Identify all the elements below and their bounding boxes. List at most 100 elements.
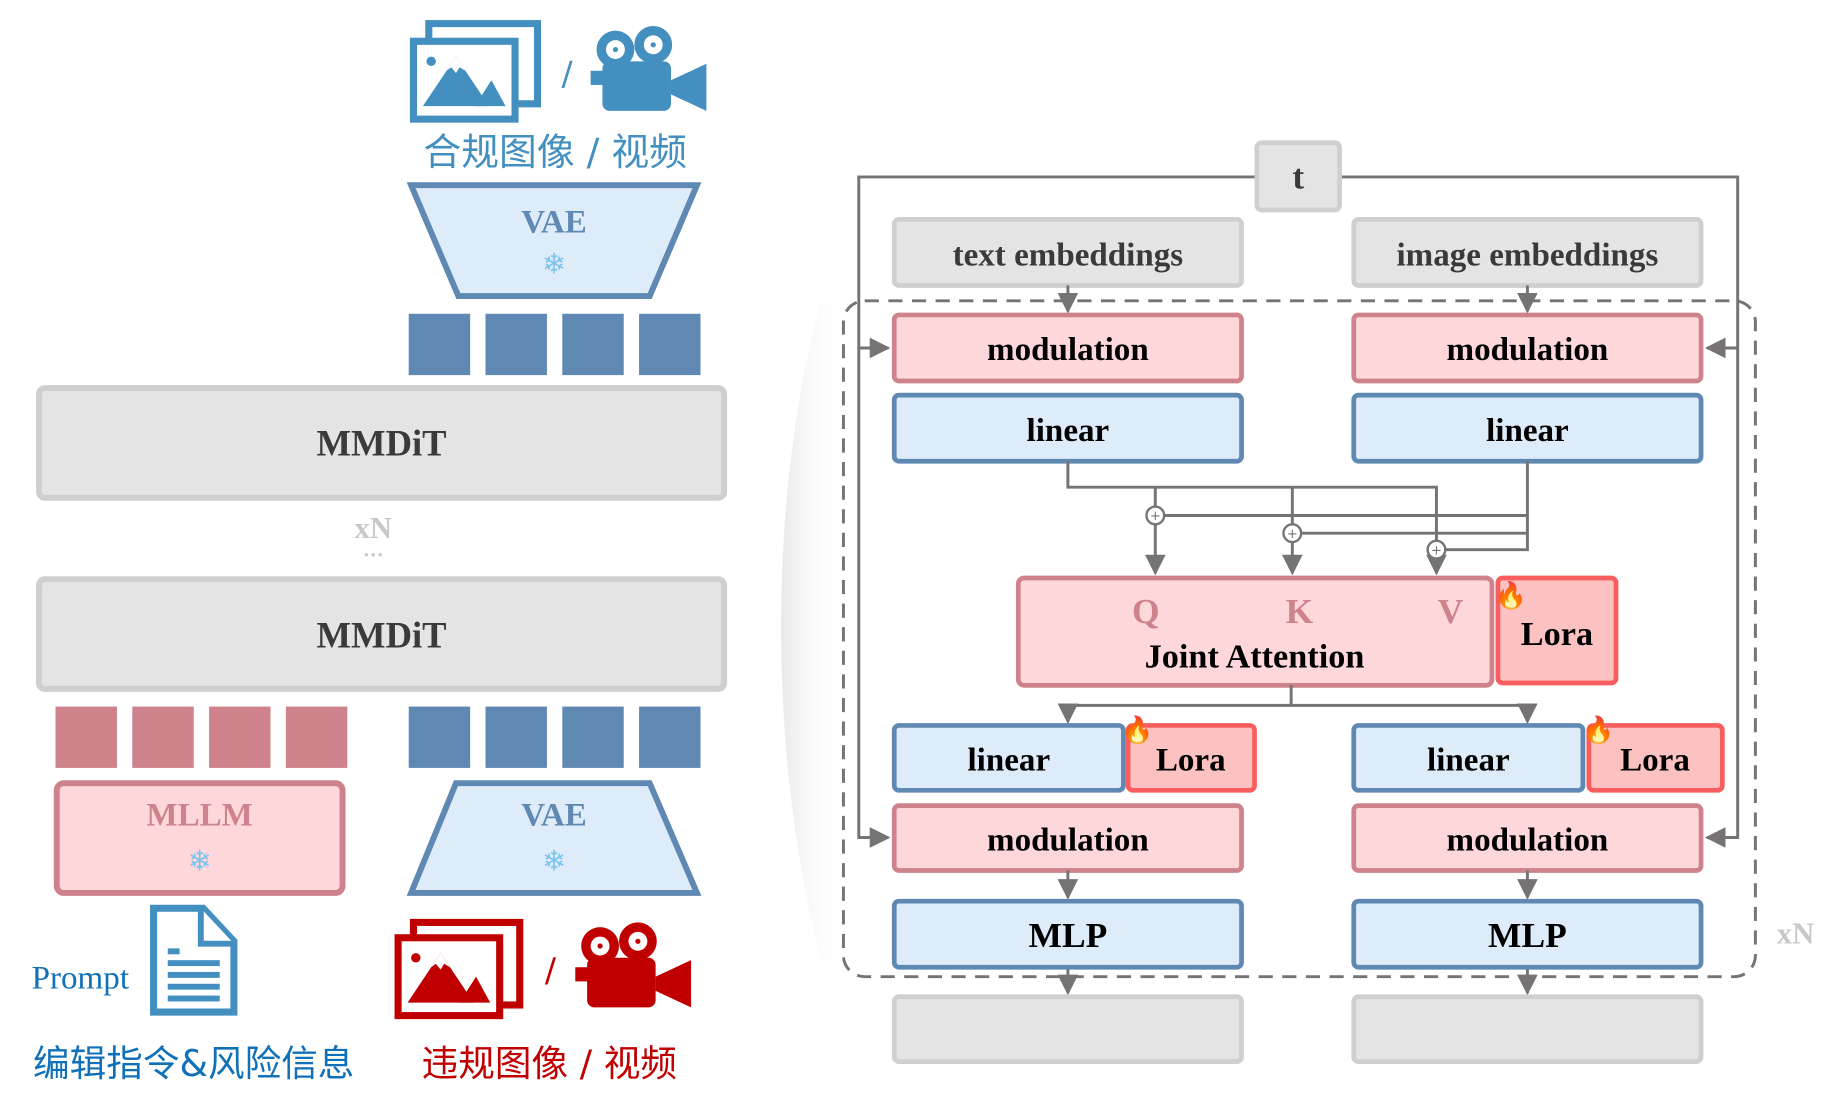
snowflake-icon: ❄: [542, 847, 566, 878]
query-label: Q: [1132, 591, 1160, 631]
modulation-label: modulation: [987, 332, 1149, 368]
mmdit-block-top: MMDiT: [36, 385, 728, 501]
timestep-label: t: [1292, 157, 1304, 197]
lora-label: Lora: [1156, 742, 1226, 778]
value-label: V: [1438, 591, 1464, 631]
lora-image-out: Lora 🔥: [1582, 714, 1725, 793]
vae-decoder-label: VAE: [521, 204, 587, 240]
image-token: [408, 313, 471, 376]
mlp-label: MLP: [1488, 915, 1567, 955]
modulation-text-top: modulation: [891, 312, 1244, 384]
image-token: [562, 313, 624, 376]
mmdit-top-label: MMDiT: [316, 422, 446, 463]
lora-label: Lora: [1620, 742, 1690, 778]
repeat-label-left: xN: [355, 511, 393, 545]
image-token: [639, 706, 701, 768]
plus-node-k: +: [1282, 523, 1303, 544]
timestep-connections: [857, 175, 1740, 848]
concat-plus-nodes: + + +: [1145, 505, 1447, 560]
linear-text-out: linear: [891, 723, 1126, 793]
joint-attention-label: Joint Attention: [1145, 638, 1365, 676]
text-token: [285, 706, 348, 768]
media-separator: /: [545, 950, 557, 989]
image-embeddings-label: image embeddings: [1396, 237, 1658, 273]
compliant-media-label: 合规图像 / 视频: [423, 130, 687, 174]
video-camera-icon: [590, 25, 707, 111]
media-separator: /: [561, 54, 573, 93]
vae-decoder: VAE ❄: [406, 182, 702, 300]
snowflake-icon: ❄: [188, 847, 212, 878]
snowflake-icon: ❄: [542, 250, 566, 281]
modulation-image-bottom: modulation: [1351, 803, 1704, 873]
mmdit-block-bottom: MMDiT: [36, 576, 728, 692]
plus-icon: +: [1150, 509, 1161, 524]
fire-icon: 🔥: [1121, 714, 1153, 744]
modulation-label: modulation: [1447, 332, 1609, 368]
linear-image-out: linear: [1351, 723, 1586, 793]
plus-node-q: +: [1145, 505, 1166, 526]
modulation-image-top: modulation: [1351, 312, 1704, 384]
edit-instruction-risk-label: 编辑指令&风险信息: [33, 1042, 354, 1085]
violating-media-input: /: [394, 918, 692, 1020]
lora-text-out: Lora 🔥: [1121, 714, 1257, 793]
linear-label: linear: [1427, 742, 1510, 778]
fire-icon: 🔥: [1582, 714, 1614, 744]
repeat-boundary: [841, 299, 1757, 979]
mlp-arrows: [1057, 870, 1538, 996]
text-embeddings-box: text embeddings: [891, 217, 1244, 288]
text-embeddings-label: text embeddings: [953, 237, 1184, 273]
text-token: [55, 706, 117, 768]
repeat-label-right: xN: [1777, 917, 1815, 951]
text-token: [132, 706, 194, 768]
linear-label: linear: [1027, 413, 1110, 449]
modulation-label: modulation: [1447, 822, 1609, 858]
document-icon: [150, 904, 238, 1016]
lora-label: Lora: [1521, 615, 1593, 653]
mlp-label: MLP: [1029, 915, 1108, 955]
ellipsis-dots: •••: [363, 548, 384, 562]
image-token: [485, 706, 547, 768]
qkv-concat-wiring: [1066, 461, 1529, 576]
image-embeddings-box: image embeddings: [1351, 217, 1704, 288]
image-token-row-input: [408, 706, 701, 768]
timestep-box: t: [1254, 140, 1342, 213]
prompt-input: Prompt: [32, 904, 238, 1016]
linear-image-qkv: linear: [1351, 392, 1704, 464]
zoom-fan: [781, 300, 842, 962]
plus-icon: +: [1287, 527, 1298, 542]
joint-attention-block: Q K V Joint Attention: [1015, 575, 1495, 688]
linear-label: linear: [1486, 413, 1569, 449]
video-camera-icon: [575, 922, 692, 1008]
prompt-label: Prompt: [32, 960, 129, 996]
image-token: [562, 706, 624, 768]
image-output-box: [1351, 994, 1704, 1064]
modulation-label: modulation: [987, 822, 1149, 858]
image-token: [408, 706, 471, 768]
plus-icon: +: [1431, 543, 1442, 558]
mlp-text: MLP: [891, 898, 1244, 970]
text-token: [209, 706, 271, 768]
lora-attention: Lora 🔥: [1495, 575, 1619, 686]
vae-encoder-label: VAE: [521, 798, 587, 834]
image-token: [485, 313, 547, 376]
violating-media-label: 违规图像 / 视频: [422, 1042, 677, 1085]
modulation-text-bottom: modulation: [891, 803, 1244, 873]
linear-label: linear: [967, 742, 1050, 778]
image-token-row-output: [408, 313, 701, 376]
vae-encoder: VAE ❄: [406, 780, 702, 896]
image-icon: [394, 918, 524, 1020]
mllm-label: MLLM: [146, 798, 253, 834]
plus-node-v: +: [1426, 539, 1447, 560]
text-token-row: [55, 706, 348, 768]
compliant-media-output: / 合规图像 / 视频: [409, 20, 707, 174]
image-token: [639, 313, 701, 376]
mmdit-bottom-label: MMDiT: [316, 615, 446, 656]
embedding-arrows: [1057, 285, 1538, 314]
text-output-box: [891, 994, 1244, 1064]
attention-output-split: [1057, 685, 1538, 724]
linear-text-qkv: linear: [891, 392, 1244, 464]
image-icon: [409, 20, 542, 123]
key-label: K: [1286, 591, 1314, 631]
fire-icon: 🔥: [1495, 580, 1527, 610]
